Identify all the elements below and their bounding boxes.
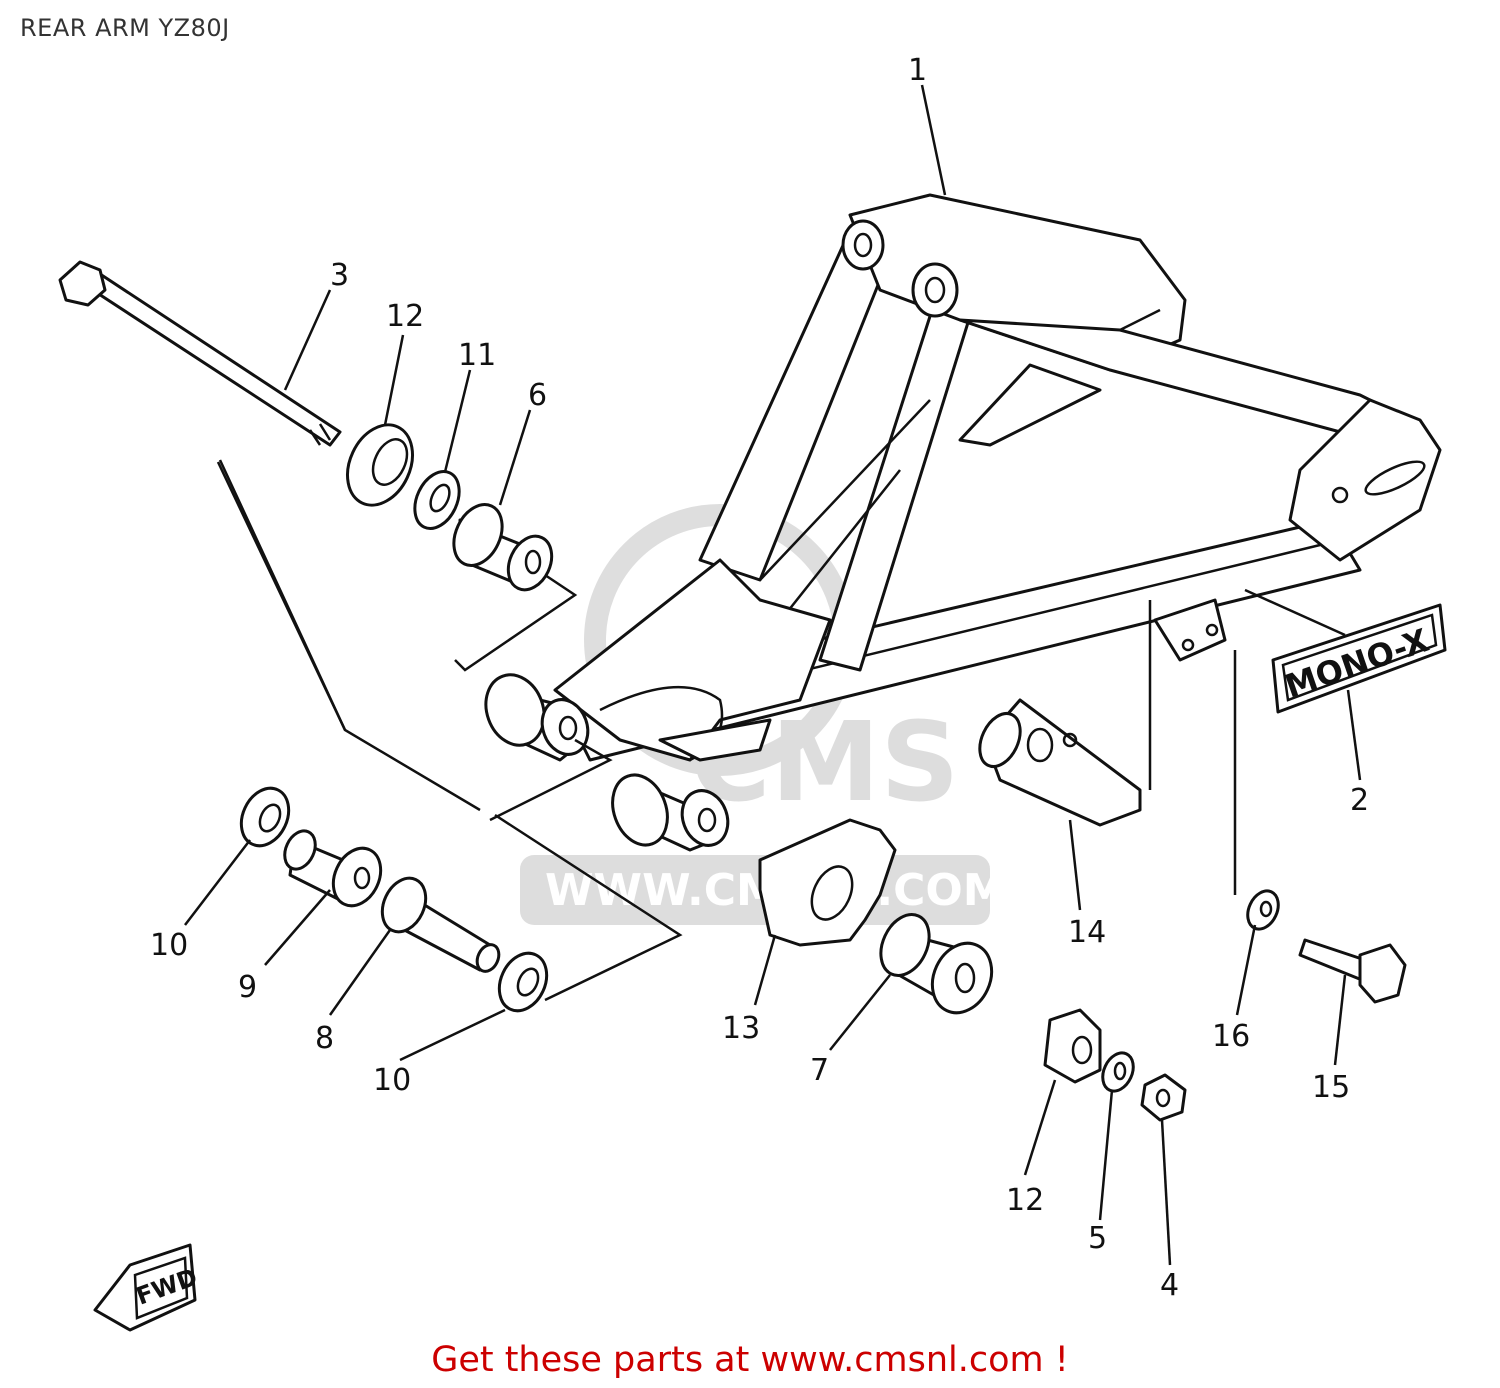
callout-12-bottom: 12 [1006, 1183, 1044, 1218]
callout-10-right: 10 [373, 1063, 411, 1098]
callout-7: 7 [810, 1053, 829, 1088]
callouts: 1 2 3 4 5 6 7 8 9 10 10 11 12 12 13 14 1… [150, 53, 1369, 1303]
callout-5: 5 [1088, 1221, 1107, 1256]
collar-8 [380, 876, 501, 973]
fwd-arrow: FWD [93, 1243, 201, 1332]
get-parts-link[interactable]: Get these parts at www.cmsnl.com ! [431, 1340, 1069, 1380]
callout-10-left: 10 [150, 928, 188, 963]
callout-4: 4 [1160, 1268, 1179, 1303]
oil-seal-top [346, 423, 414, 507]
assembly-lines [216, 459, 1346, 1002]
callout-8: 8 [315, 1021, 334, 1056]
callout-13: 13 [722, 1011, 760, 1046]
callout-16: 16 [1212, 1019, 1250, 1054]
diagram-title: REAR ARM YZ80J [20, 14, 230, 42]
bushing-7 [879, 913, 994, 1015]
bolt-15 [1298, 938, 1407, 1004]
callout-14: 14 [1068, 915, 1106, 950]
callout-1: 1 [908, 53, 927, 88]
collar-10-left [239, 786, 291, 848]
callout-2: 2 [1350, 783, 1369, 818]
thrust-washer [413, 470, 461, 530]
bushing-6 [452, 503, 554, 592]
leader-lines [184, 84, 1362, 1266]
callout-6: 6 [528, 378, 547, 413]
callout-15: 15 [1312, 1070, 1350, 1105]
collar-10-right [497, 951, 549, 1013]
washer-5 [1101, 1051, 1135, 1093]
callout-12-top: 12 [386, 299, 424, 334]
link-plate [758, 818, 897, 947]
swing-arm [484, 193, 1442, 852]
cap-12 [1043, 1008, 1102, 1084]
pivot-shaft [58, 260, 342, 447]
callout-3: 3 [330, 258, 349, 293]
callout-9: 9 [238, 970, 257, 1005]
callout-11: 11 [458, 338, 496, 373]
nut-4 [1140, 1073, 1187, 1122]
mono-x-decal: MONO-X [1271, 603, 1447, 714]
washer-16 [1246, 889, 1280, 931]
collar-9 [283, 829, 383, 908]
chain-guide [978, 698, 1142, 827]
